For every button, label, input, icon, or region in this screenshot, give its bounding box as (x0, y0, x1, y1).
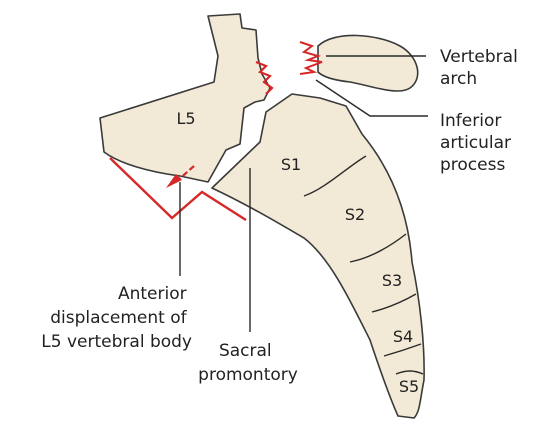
vertebral-arch-label: Vertebral arch (440, 47, 523, 89)
sacral-promontory-label: Sacral promontory (198, 341, 298, 385)
label-s1: S1 (281, 155, 301, 174)
label-s5: S5 (399, 377, 419, 396)
label-s2: S2 (345, 205, 365, 224)
vertebral-arch (318, 35, 418, 91)
anterior-displacement-label: Anterior displacement of L5 vertebral bo… (41, 284, 192, 352)
label-s3: S3 (382, 271, 402, 290)
label-l5: L5 (176, 109, 195, 128)
label-s4: S4 (393, 327, 413, 346)
inferior-articular-process-label: Inferior articular process (440, 111, 516, 175)
